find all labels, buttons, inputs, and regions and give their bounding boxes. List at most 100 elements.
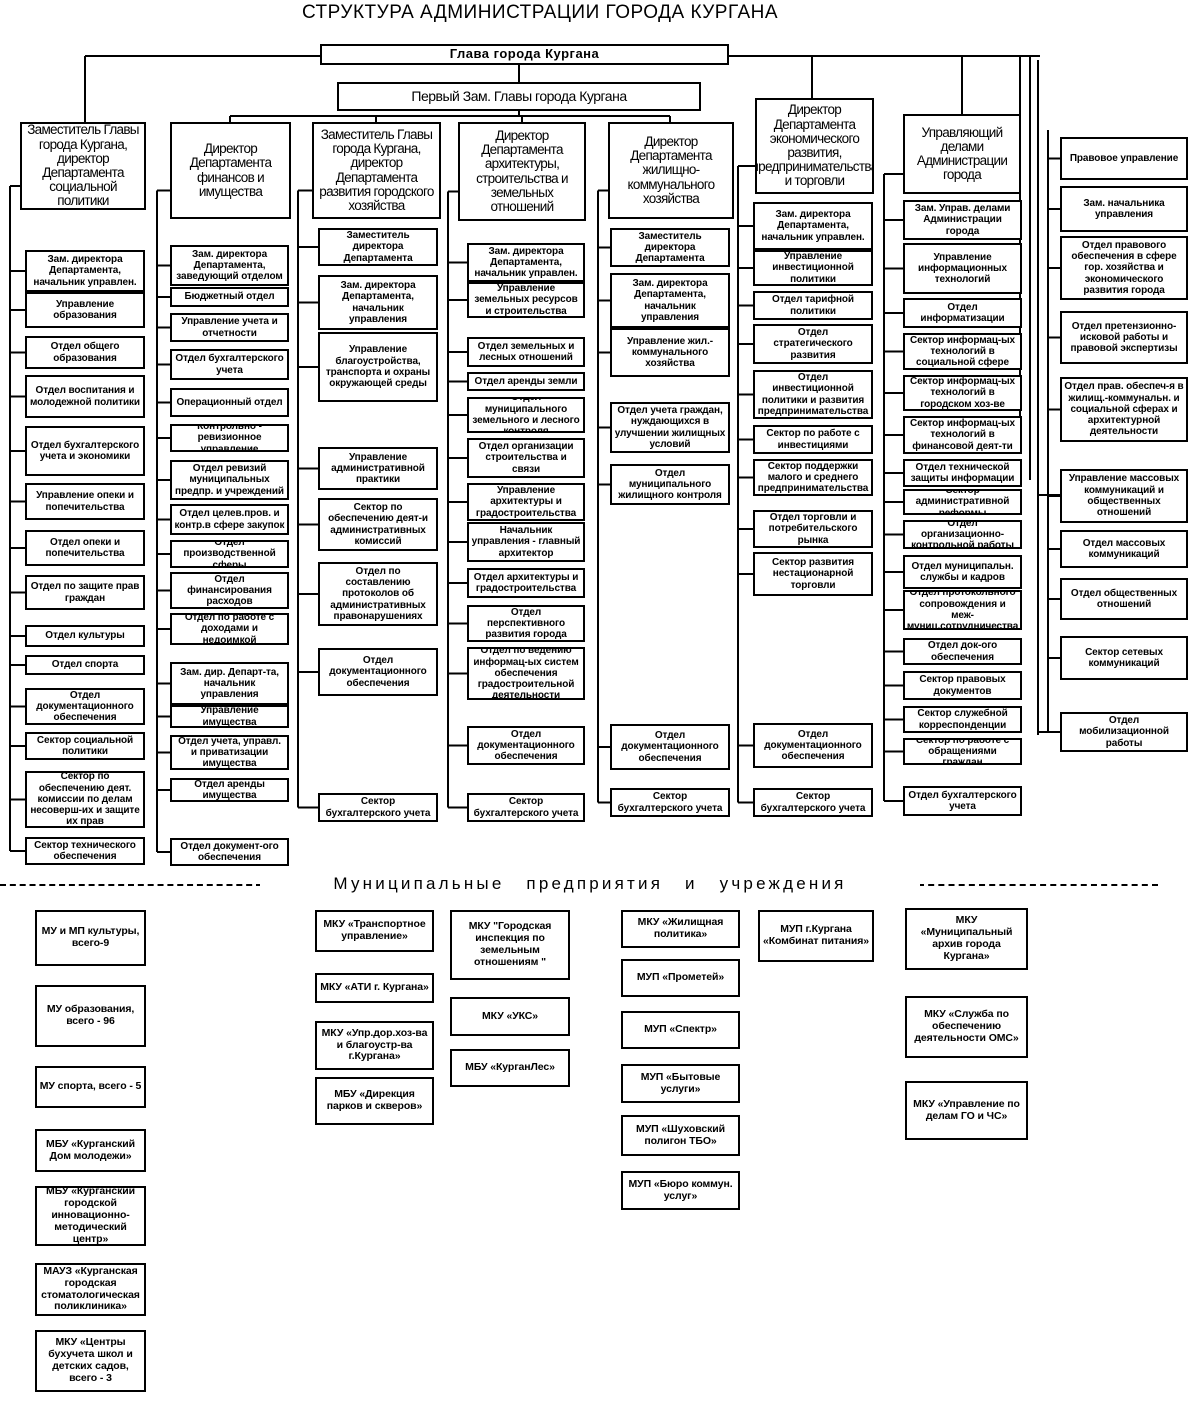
enterprise-box: МУ и МП культуры, всего-9 [35,910,146,966]
org-unit-box: Управление жил.-коммунального хозяйства [610,328,730,377]
org-unit-box: Сектор служебной корреспонденции [903,706,1022,733]
org-unit-box: Отдел общественных отношений [1060,578,1188,620]
org-unit-box: Отдел документационного обеспечения [610,724,730,770]
org-unit-box: Отдел учета граждан, нуждающихся в улучш… [610,402,730,453]
org-unit-box: Управление административной практики [318,447,438,490]
org-unit-box: Управление массовых коммуникаций и общес… [1060,469,1188,523]
org-unit-box: Отдел земельных и лесных отношений [467,337,585,367]
org-unit-box: Отдел муниципального земельного и лесног… [467,397,585,433]
enterprise-box: МКУ «Муниципальный архив города Кургана» [905,908,1028,970]
enterprise-box: МКУ «Центры бухучета школ и детских садо… [35,1330,146,1392]
column-header-3: Заместитель Главы города Кургана, директ… [312,122,441,219]
org-unit-box: Зам. начальника управления [1060,186,1188,232]
org-unit-box: Заместитель директора Департамента [610,228,730,267]
org-unit-box: Отдел по ведению информац-ых систем обес… [467,647,585,700]
org-unit-box: Отдел организационно-контрольной работы [903,520,1022,549]
org-unit-box: Сектор бухгалтерского учета [610,788,730,817]
enterprise-box: МКУ «УКС» [450,997,570,1036]
head-of-city-box: Глава города Кургана [320,44,729,65]
enterprise-box: МБУ «КурганЛес» [450,1049,570,1087]
org-unit-box: Отдел документ-ого обеспечения [170,838,289,866]
org-unit-box: Сектор технического обеспечения [25,837,145,865]
org-unit-box: Сектор информац-ых технологий в финансов… [903,416,1022,454]
org-unit-box: Сектор информац-ых технологий в городско… [903,375,1022,411]
org-unit-box: Управление благоустройства, транспорта и… [318,332,438,402]
org-unit-box: Управление инвестиционной политики [753,250,873,286]
org-unit-box: Контрольно - ревизионное управление [170,424,289,452]
enterprise-box: МБУ «Курганский Дом молодежи» [35,1129,146,1172]
org-unit-box: Управление земельных ресурсов и строител… [467,282,585,318]
org-unit-box: Отдел стратегического развития [753,324,873,364]
org-unit-box: Зам. директора Департамента, начальник у… [318,275,438,330]
org-unit-box: Отдел финансирования расходов [170,572,289,609]
column-header-5: Директор Департамента жилищно-коммунальн… [608,122,734,219]
org-unit-box: Зам. директора Департамента, начальник у… [25,250,145,292]
enterprise-box: МУ спорта, всего - 5 [35,1066,146,1108]
org-unit-box: Сектор бухгалтерского учета [467,793,585,822]
org-unit-box: Отдел инвестиционной политики и развития… [753,370,873,419]
org-unit-box: Отдел претензионно-исковой работы и прав… [1060,311,1188,364]
org-unit-box: Сектор бухгалтерского учета [318,793,438,822]
org-unit-box: Зам. директора Департамента, начальник у… [467,243,585,282]
org-unit-box: Отдел прав. обеспеч-я в жилищ.-коммуналь… [1060,377,1188,442]
column-header-7: Управляющий делами Администрации города [903,114,1021,194]
org-unit-box: Отдел производственной сферы [170,540,289,568]
org-unit-box: Отдел по составлению протоколов об админ… [318,562,438,626]
org-unit-box: Отдел протокольного сопровождения и меж-… [903,590,1022,630]
org-unit-box: Заместитель директора Департамента [318,228,438,266]
org-unit-box: Управление имущества [170,705,289,728]
enterprise-box: МУП «Бюро коммун. услуг» [621,1171,740,1210]
enterprise-box: МКУ «Служба по обеспечению деятельности … [905,996,1028,1058]
org-unit-box: Отдел опеки и попечительства [25,530,145,566]
org-unit-box: Отдел бухгалтерского учета [170,349,289,380]
org-unit-box: Отдел технической защиты информации [903,459,1022,487]
org-unit-box: Отдел целев.пров. и контр.в сфере закупо… [170,504,289,535]
enterprise-box: МАУЗ «Курганская городская стоматологиче… [35,1263,146,1316]
org-unit-box: Отдел массовых коммуникаций [1060,530,1188,568]
org-unit-box: Отдел культуры [25,625,145,647]
org-unit-box: Отдел документационного обеспечения [753,723,873,768]
org-unit-box: Отдел документационного обеспечения [25,688,145,725]
org-unit-box: Управление учета и отчетности [170,313,289,342]
org-unit-box: Отдел правового обеспечения в сфере гор.… [1060,236,1188,300]
org-unit-box: Сектор развития нестационарной торговли [753,552,873,596]
org-unit-box: Отдел организации строительства и связи [467,438,585,478]
org-unit-box: Правовое управление [1060,137,1188,180]
org-unit-box: Зам. Управ. делами Администрации города [903,200,1022,240]
enterprise-box: МУП «Спектр» [621,1011,740,1049]
enterprise-box: МУ образования, всего - 96 [35,985,146,1047]
org-unit-box: Сектор административной реформы [903,489,1022,515]
org-unit-box: Отдел по защите прав граждан [25,575,145,610]
org-unit-box: Управление образования [25,292,145,328]
org-unit-box: Управление архитектуры и градостроительс… [467,483,585,521]
column-header-6: Директор Департамента экономического раз… [755,98,874,194]
org-unit-box: Отдел мобилизационной работы [1060,712,1188,752]
org-unit-box: Отдел перспективного развития города [467,605,585,642]
org-unit-box: Отдел муниципального жилищного контроля [610,464,730,505]
org-unit-box: Отдел ревизий муниципальных предпр. и уч… [170,460,289,500]
enterprise-box: МУП «Бытовые услуги» [621,1064,740,1103]
org-unit-box: Сектор по обеспечению деят-и администрат… [318,498,438,551]
org-unit-box: Сектор по работе с обращениями граждан [903,738,1022,765]
column-header-2: Директор Департамента финансов и имущест… [170,122,291,219]
org-unit-box: Отдел воспитания и молодежной политики [25,375,145,418]
org-unit-box: Отдел общего образования [25,336,145,369]
org-unit-box: Отдел бухгалтерского учета [903,786,1022,816]
org-unit-box: Бюджетный отдел [170,287,289,307]
enterprise-box: МКУ «Жилищная политика» [621,910,740,948]
org-unit-box: Отдел аренды земли [467,372,585,391]
enterprise-box: МБУ «Дирекция парков и скверов» [315,1077,434,1125]
enterprise-box: МУП «Шуховский полигон ТБО» [621,1115,740,1156]
enterprise-box: МКУ «Упр.дор.хоз-ва и благоустр-ва г.Кур… [315,1021,434,1070]
enterprise-box: МБУ «Курганский городской инновационно-м… [35,1186,146,1246]
org-unit-box: Операционный отдел [170,388,289,417]
org-unit-box: Сектор бухгалтерского учета [753,788,873,817]
org-unit-box: Отдел торговли и потребительского рынка [753,510,873,548]
column-header-1: Заместитель Главы города Кургана, директ… [20,122,146,210]
enterprise-box: МКУ «Транспортное управление» [315,910,434,952]
org-unit-box: Отдел по работе с доходами и недоимкой [170,613,289,645]
org-unit-box: Сектор поддержки малого и среднего предп… [753,459,873,496]
org-unit-box: Зам. директора Департамента, заведующий … [170,245,289,286]
section-title: Муниципальные предприятия и учреждения [260,874,920,894]
org-unit-box: Сектор правовых документов [903,671,1022,700]
